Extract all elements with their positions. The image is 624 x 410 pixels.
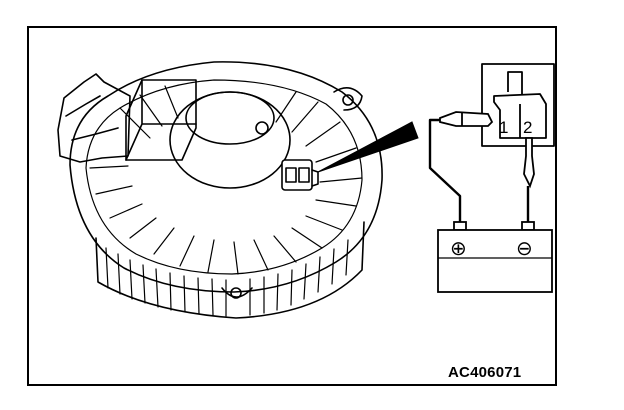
resistor-box-edge (125, 79, 197, 161)
motor-screw (255, 121, 269, 135)
motor-dome (169, 91, 291, 189)
callout-wedge (317, 121, 419, 173)
battery-body (437, 229, 553, 293)
connector-latch (507, 71, 523, 94)
mounting-ear-bottom (221, 287, 253, 298)
connector-cavity (493, 93, 547, 139)
battery-positive-symbol: ⊕ (450, 238, 467, 260)
probe-terminal-1 (439, 111, 494, 127)
housing-radial-fins (89, 85, 363, 275)
terminal-1-label: 1 (499, 118, 508, 137)
motor-connector (281, 159, 319, 191)
motor-dome-top (185, 91, 275, 145)
duct-flange (57, 73, 131, 163)
reference-code: AC406071 (448, 364, 522, 381)
mounting-hole-right (342, 94, 354, 106)
blower-housing (69, 61, 383, 293)
battery-terminal-negative-post (521, 221, 535, 231)
test-wires (428, 118, 530, 224)
duct-flange-detail (65, 95, 119, 141)
battery-terminal-positive-post (453, 221, 467, 231)
battery-negative-symbol: ⊖ (516, 238, 533, 260)
connector-detail (481, 63, 555, 147)
probe-terminal-2 (523, 137, 535, 189)
fan-cage-lower (95, 221, 365, 319)
fan-cage-blades (105, 239, 349, 317)
blower-motor-assembly (57, 61, 383, 319)
figure-border (27, 26, 557, 386)
wire-positive (428, 118, 462, 224)
mounting-hole-bottom (230, 287, 242, 299)
mounting-ear-right (333, 87, 363, 111)
housing-inner-rim (85, 79, 363, 275)
terminal-2-label: 2 (523, 118, 532, 137)
connector-housing (481, 63, 555, 147)
battery (437, 221, 553, 293)
